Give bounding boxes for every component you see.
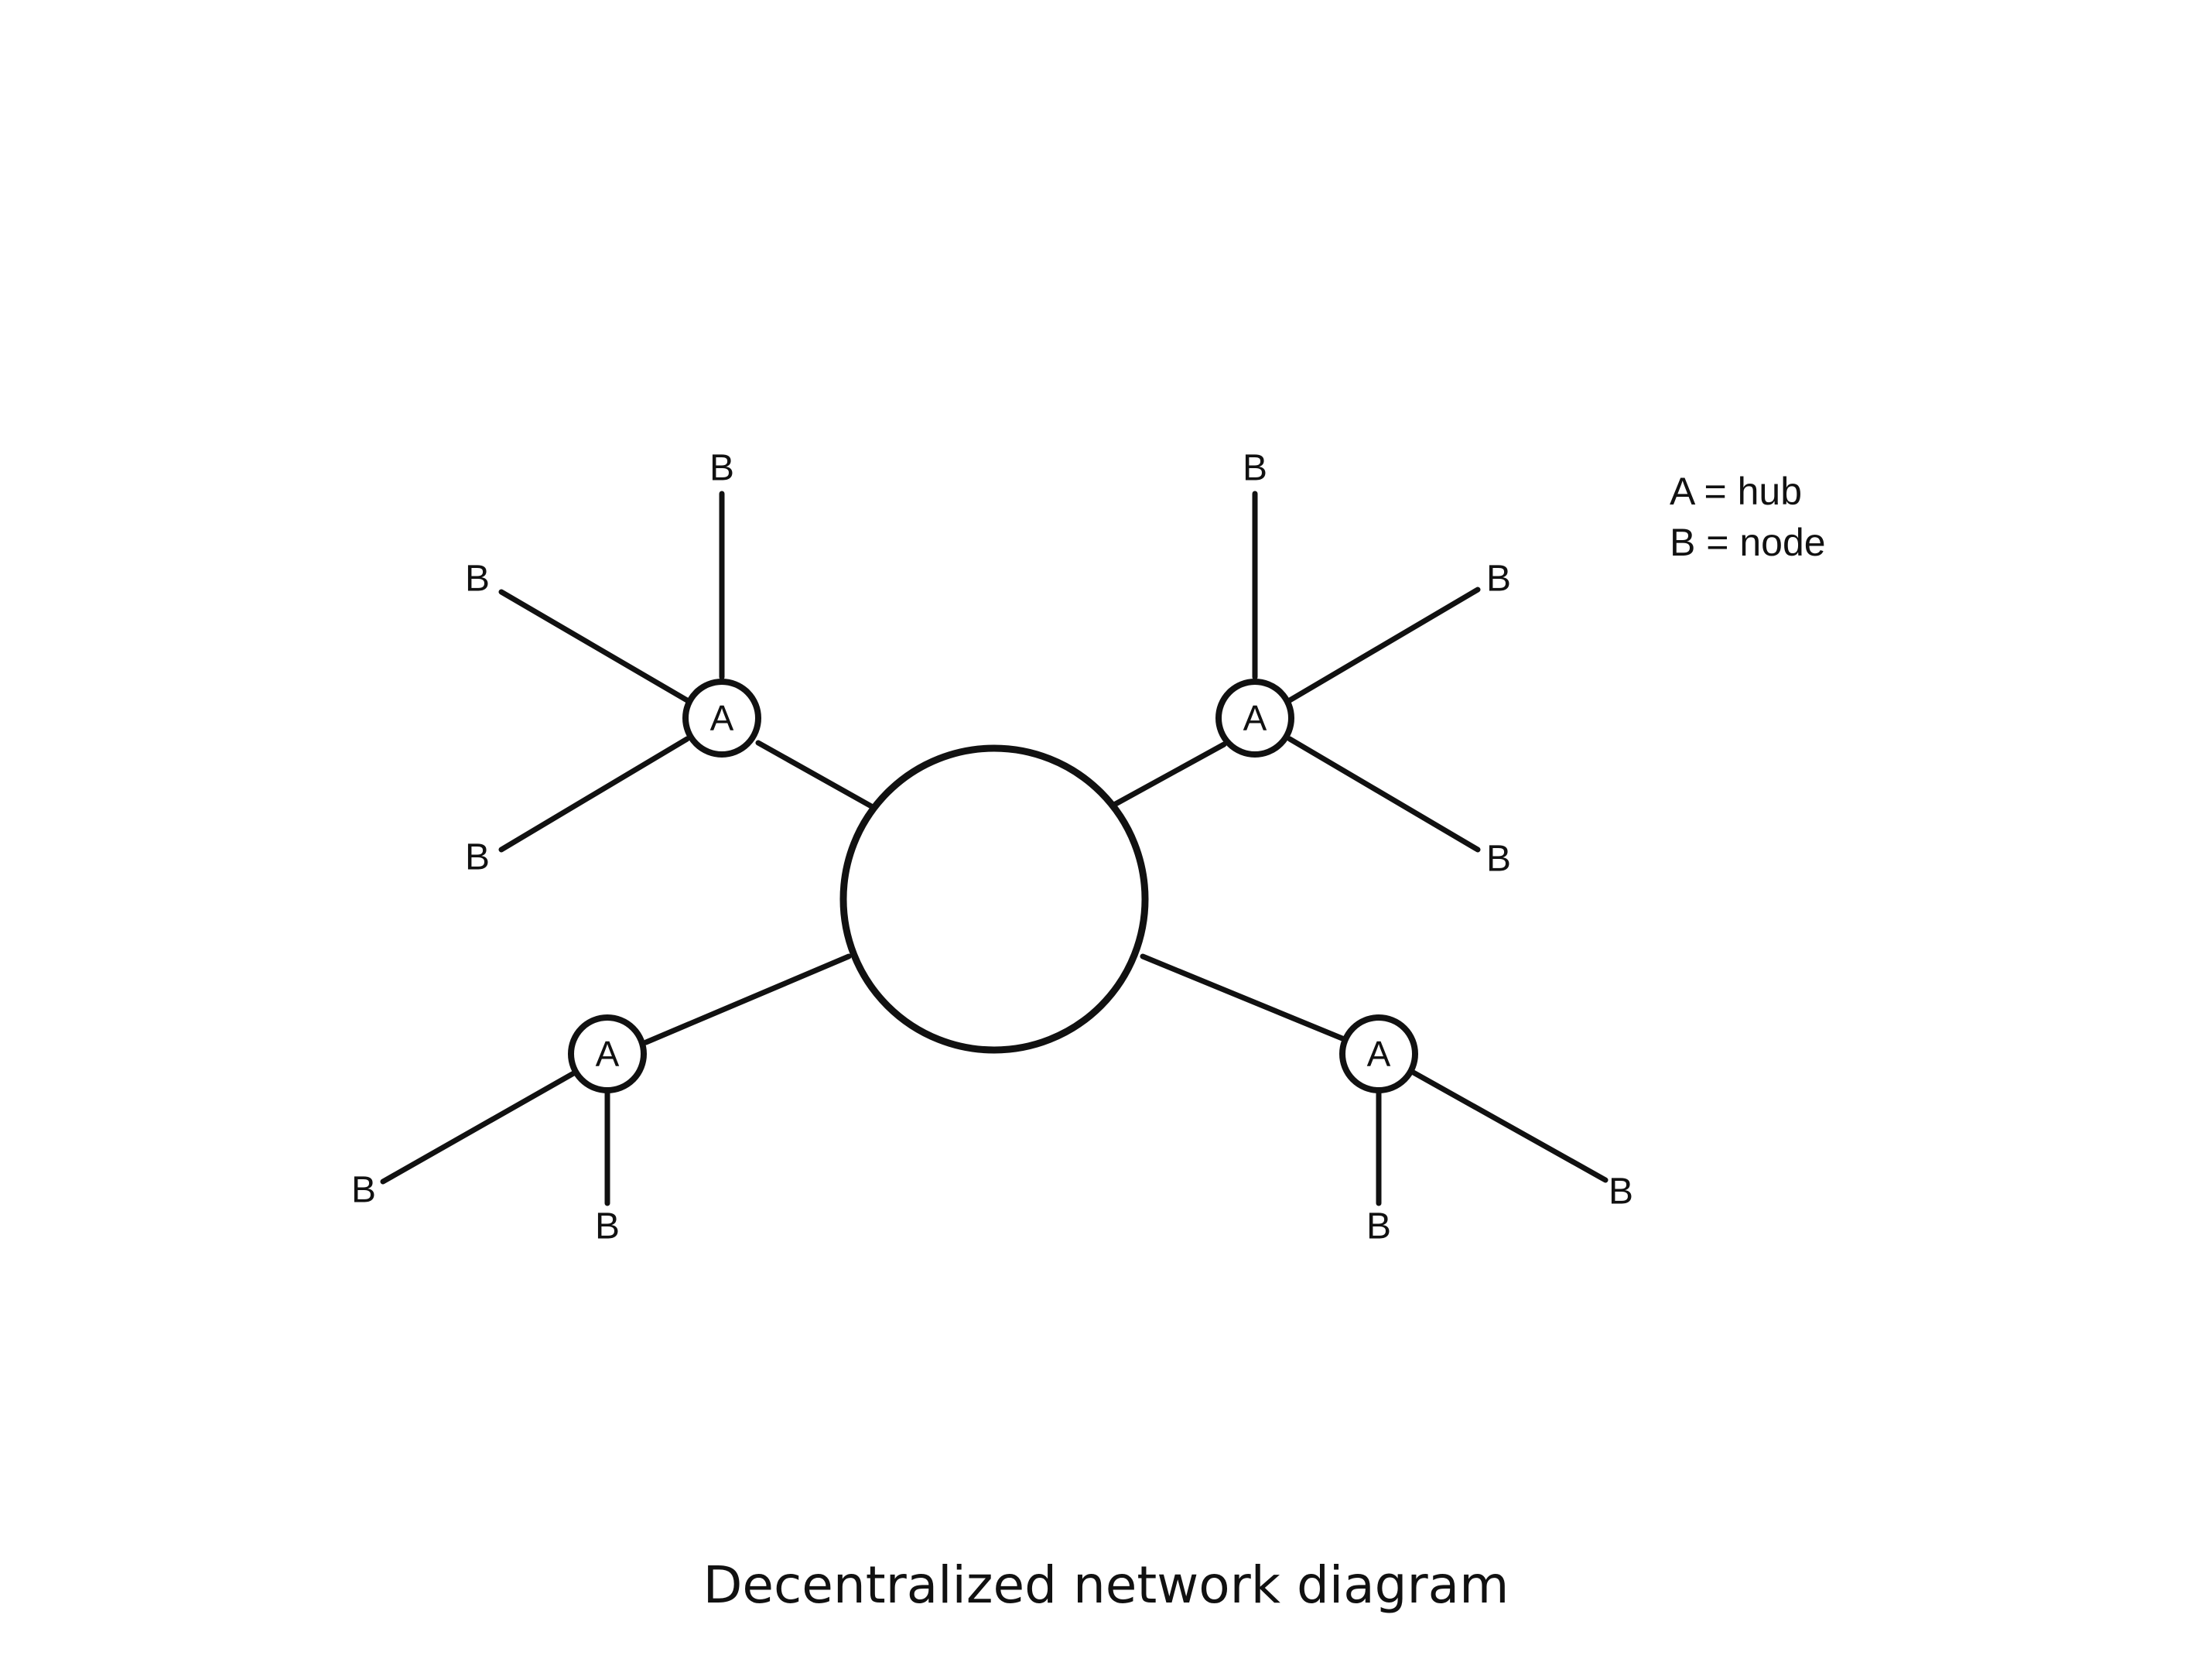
caption: Decentralized network diagram	[703, 1555, 1509, 1615]
edge-hub-top-right-node-upper	[1287, 587, 1481, 703]
edge-hub-top-left-node-lower	[498, 736, 690, 853]
central-circle	[839, 744, 1149, 1054]
hub-bottom-right: A	[1339, 1014, 1418, 1093]
hub-label: A	[596, 1034, 620, 1074]
node-label: B	[709, 448, 734, 489]
node-label: B	[1366, 1206, 1391, 1247]
hub-bottom-left: A	[568, 1014, 647, 1093]
edge-core-hub-bottom-left	[643, 953, 852, 1045]
node-label: B	[1609, 1172, 1633, 1213]
hub-label: A	[1243, 698, 1267, 738]
node-label: B	[351, 1170, 376, 1211]
node-label: B	[465, 559, 490, 600]
node-label: B	[1243, 448, 1267, 489]
legend: A = hub B = node	[1670, 470, 1826, 564]
edge-hub-bottom-left-node-left	[380, 1069, 579, 1185]
hub-top-right: A	[1215, 679, 1294, 758]
edge-hub-bottom-right-node-right	[1409, 1069, 1609, 1183]
hub-top-left: A	[682, 679, 761, 758]
edge-hub-top-left-node-upper	[498, 589, 690, 703]
edge-core-hub-bottom-right	[1140, 953, 1355, 1045]
node-label: B	[1486, 559, 1511, 600]
edge-hub-top-right-node-lower	[1287, 736, 1481, 853]
node-label: B	[1486, 839, 1511, 880]
edge-core-hub-top-right	[1111, 741, 1227, 808]
hub-label: A	[1367, 1034, 1391, 1074]
node-label: B	[595, 1206, 620, 1247]
legend-hub: A = hub	[1670, 470, 1802, 513]
hub-label: A	[710, 698, 734, 738]
legend-node: B = node	[1670, 521, 1826, 564]
node-label: B	[465, 837, 490, 878]
edge-core-hub-top-left	[755, 740, 876, 810]
